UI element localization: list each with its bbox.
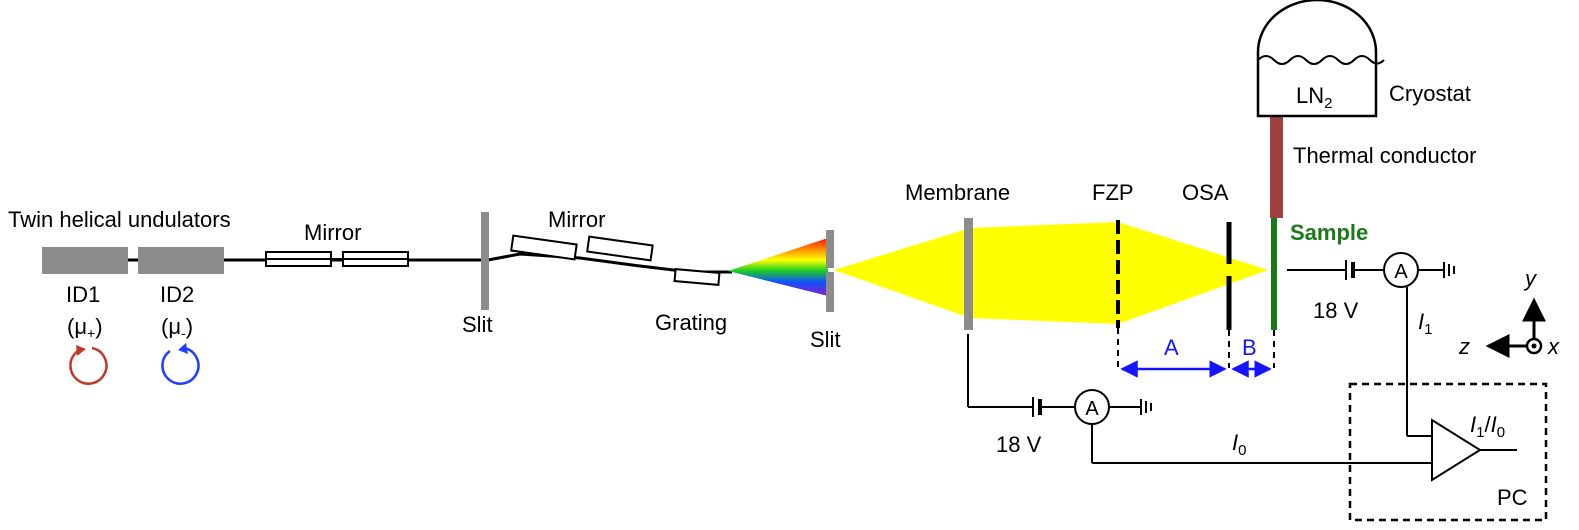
fzp-label: FZP: [1092, 180, 1134, 205]
ratio-label: I1/I0: [1470, 412, 1505, 441]
id2-label: ID2: [160, 282, 194, 307]
ammeter2-label: A: [1085, 398, 1099, 420]
grating: [673, 268, 721, 286]
circular-arrow-blue-icon: [161, 343, 200, 385]
xray-beam: [834, 222, 1268, 324]
cryostat: [1256, 0, 1385, 118]
ground1-icon: [1443, 262, 1455, 278]
grating-label: Grating: [655, 310, 727, 335]
sample-label: Sample: [1290, 220, 1368, 245]
slit2-lower: [826, 272, 834, 312]
mirror2-element-b: [586, 235, 654, 262]
axis-y-label: y: [1523, 266, 1538, 291]
undulators-label: Twin helical undulators: [8, 207, 231, 232]
slit1-label: Slit: [462, 312, 493, 337]
thermal-conductor-label: Thermal conductor: [1293, 143, 1476, 168]
sample: [1271, 218, 1277, 330]
axis-x-label: x: [1547, 334, 1560, 359]
dispersed-spectrum: [728, 238, 828, 296]
mirror1-label: Mirror: [304, 220, 361, 245]
pc-label: PC: [1497, 485, 1528, 510]
undulator-id1: [42, 247, 128, 274]
id2-polarization: (μ-): [161, 314, 193, 341]
pc-box: [1348, 382, 1548, 522]
id1-label: ID1: [66, 282, 100, 307]
slit1: [481, 212, 489, 310]
circular-arrow-red-icon: [69, 345, 108, 385]
beam-line-2: [487, 252, 732, 274]
axis-z-label: z: [1458, 334, 1470, 359]
voltage1-label: 18 V: [1313, 298, 1359, 323]
id1-polarization: (μ+): [67, 314, 103, 341]
slit2-label: Slit: [810, 327, 841, 352]
slit2-upper: [826, 230, 834, 268]
ground2-icon: [1140, 399, 1152, 415]
i1-label: I1: [1418, 309, 1432, 338]
distance-b-label: B: [1242, 335, 1257, 360]
undulator-id2: [138, 247, 224, 274]
osa-label: OSA: [1182, 180, 1229, 205]
divider-amplifier: [1431, 418, 1482, 482]
ln2-label: LN2: [1296, 83, 1332, 112]
mirror2-element-a: [510, 234, 578, 261]
distance-a-label: A: [1164, 335, 1179, 360]
membrane: [964, 218, 973, 330]
i0-label: I0: [1232, 430, 1246, 459]
voltage2-label: 18 V: [996, 432, 1042, 457]
mirror2-label: Mirror: [548, 207, 605, 232]
ammeter1-label: A: [1394, 261, 1408, 283]
membrane-label: Membrane: [905, 180, 1010, 205]
thermal-conductor: [1270, 116, 1283, 218]
cryostat-label: Cryostat: [1389, 81, 1471, 106]
